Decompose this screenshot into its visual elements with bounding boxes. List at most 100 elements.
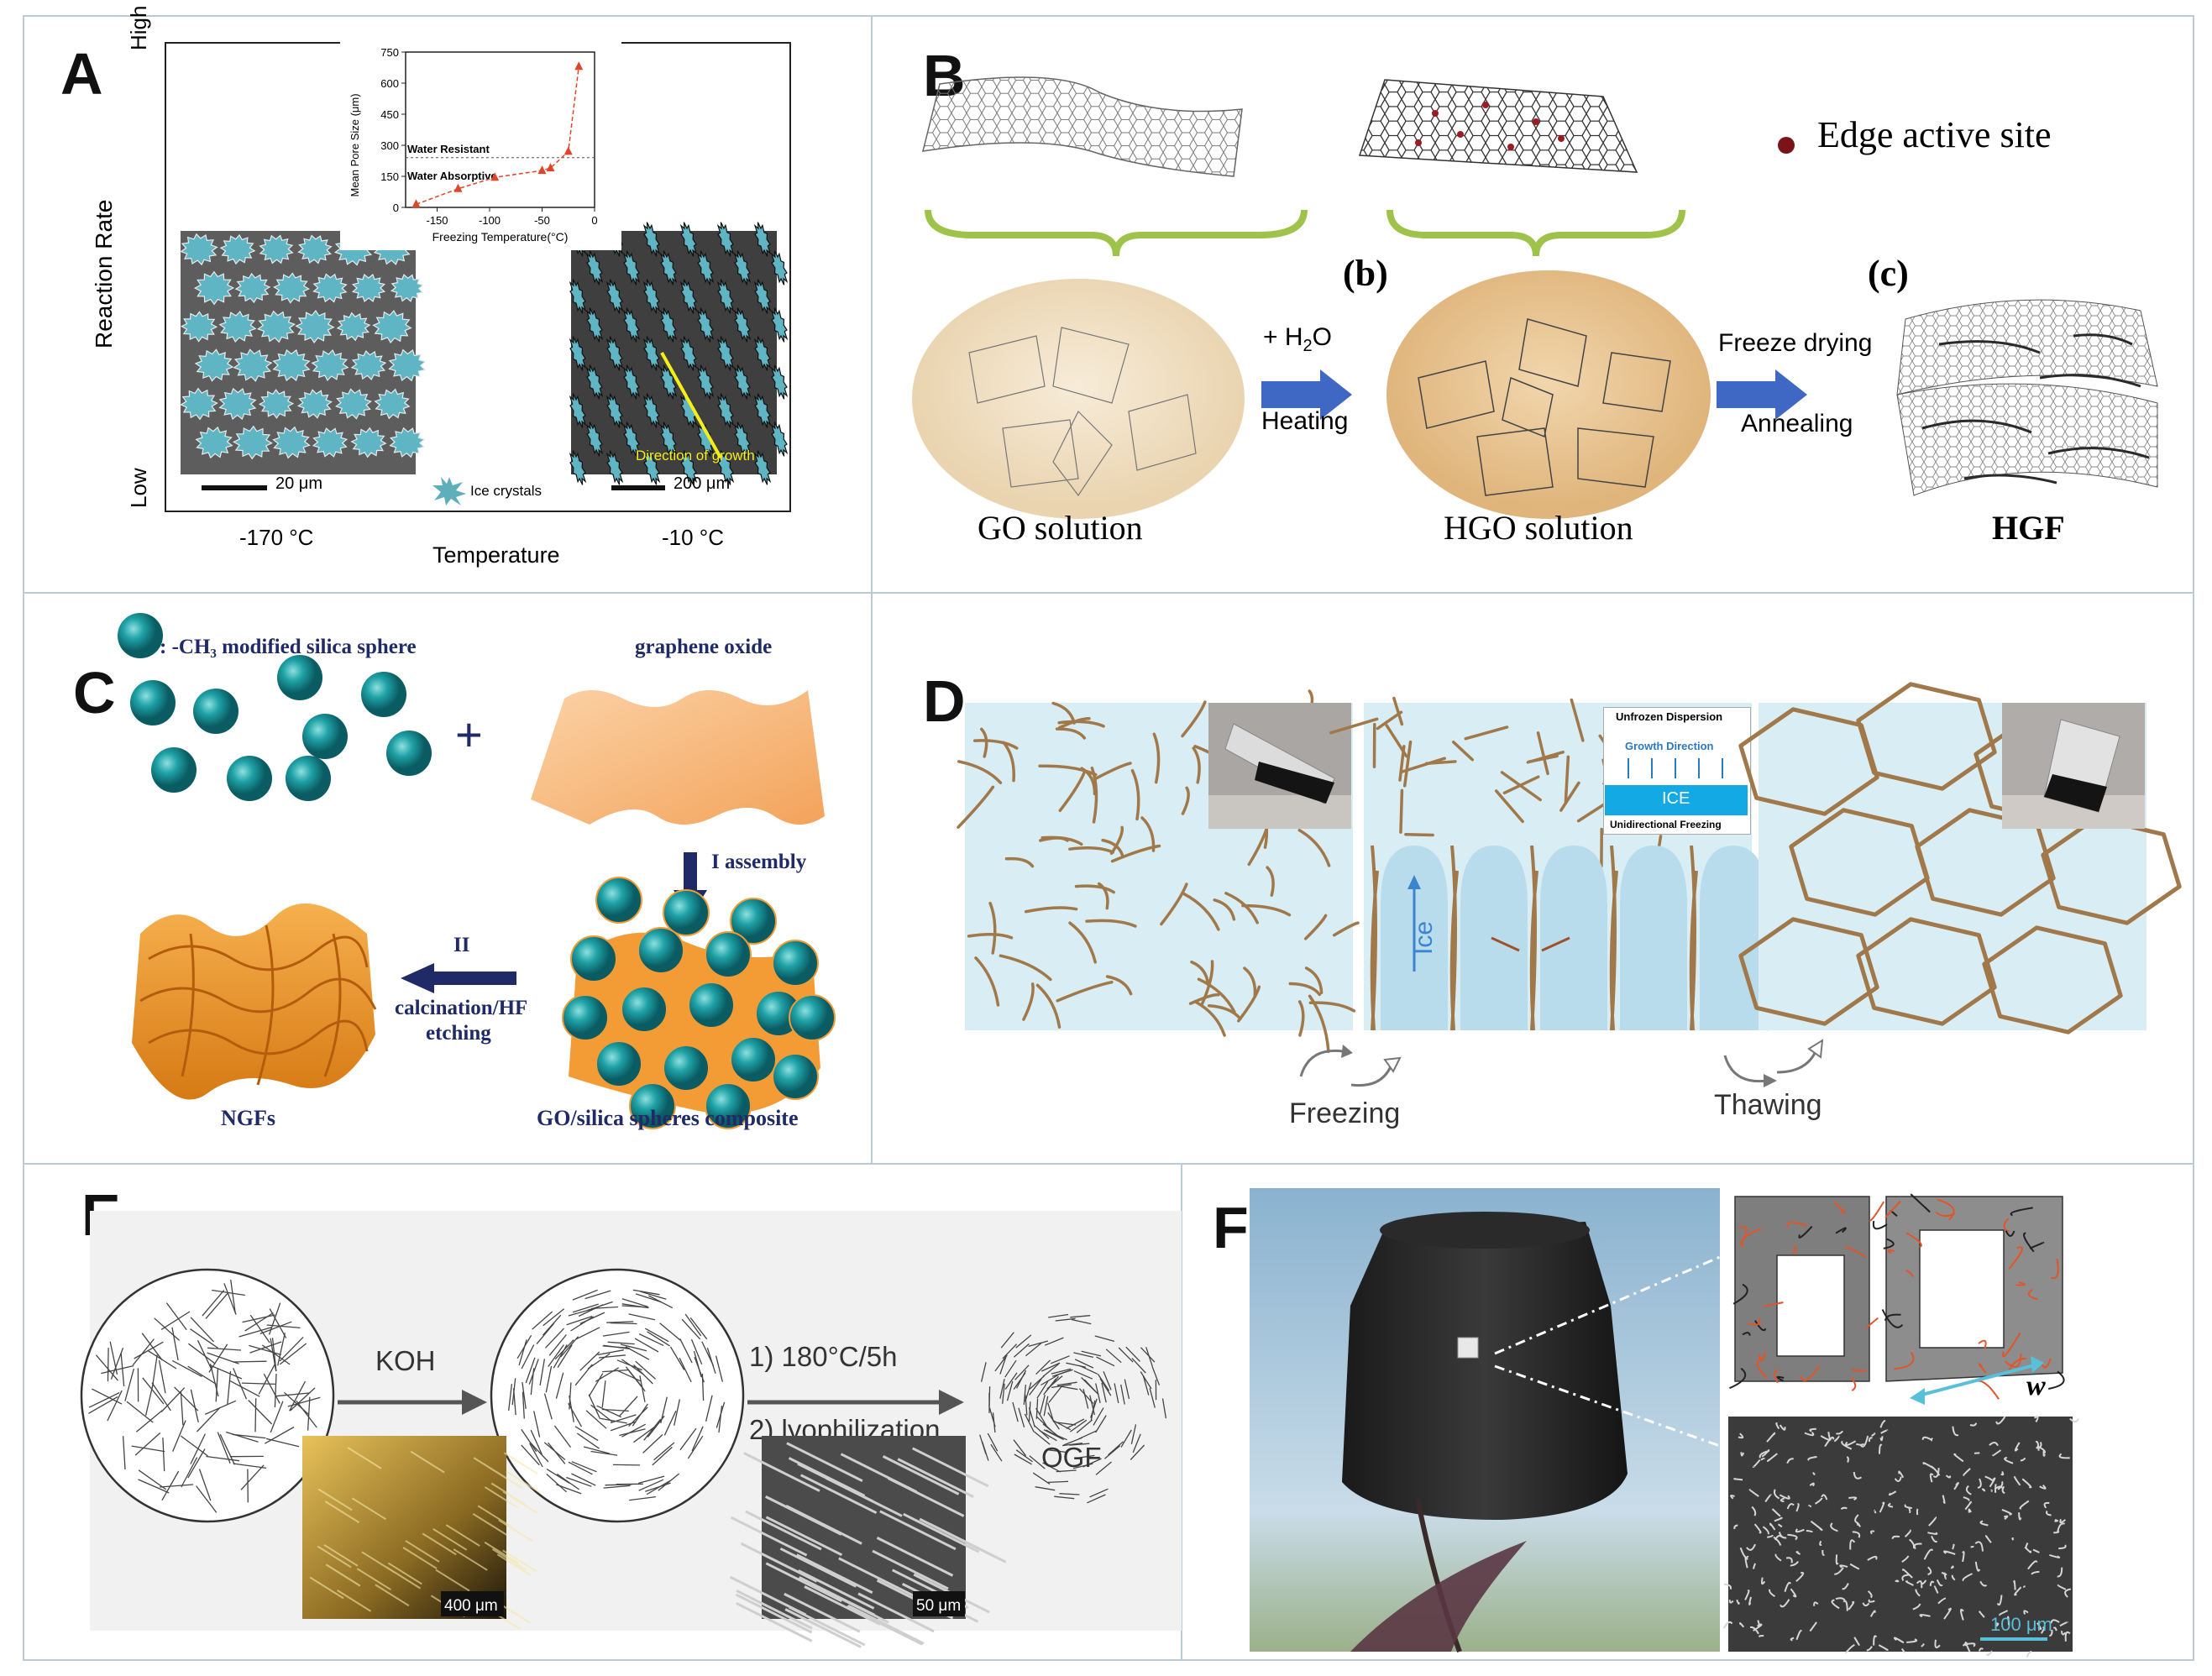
graphene-sheet (659, 1322, 681, 1341)
pore-wall (1996, 1595, 2003, 1606)
graphene-sheet (1114, 1383, 1119, 1404)
graphene-sheet (522, 1391, 525, 1419)
pore-wall (1853, 1471, 1863, 1480)
ice-crystal (770, 422, 789, 457)
graphene-sheet (230, 1280, 236, 1313)
pore-wall (1921, 1436, 1932, 1441)
graphene-sheet (1013, 1343, 1030, 1358)
fiber (1776, 1375, 1785, 1382)
graphene-sheet (669, 1346, 685, 1370)
graphene-sheet (616, 1370, 642, 1382)
pore-wall (1904, 1529, 1911, 1537)
inset-axes (405, 51, 595, 208)
graphene-sheet (642, 1434, 663, 1453)
streak (410, 1450, 445, 1474)
fiber (1500, 771, 1542, 802)
pore-wall (1970, 1545, 1974, 1548)
pore-wall (2035, 1440, 2040, 1451)
pore-wall (1748, 1596, 1752, 1605)
graphene-sheet (160, 1311, 191, 1330)
ice-crystal (295, 309, 335, 344)
streak (743, 1452, 820, 1492)
graphene-sheet (204, 1400, 237, 1415)
fiber (1024, 906, 1078, 914)
graphene-sheet (610, 1322, 637, 1325)
graphene-sheet (187, 1365, 217, 1385)
pore-wall (1941, 1571, 1947, 1576)
compress-arrow-right (1541, 936, 1570, 952)
divider-row1 (23, 592, 2194, 594)
fiber (1385, 724, 1408, 758)
graphene-sheet (576, 1432, 600, 1449)
graphene-sheet (227, 1370, 232, 1405)
pore-wall (1766, 1432, 1776, 1443)
ice-crystal (716, 393, 735, 428)
plus-sign: + (455, 708, 483, 761)
graphene-sheet (1140, 1371, 1152, 1390)
graphene-sheet (1048, 1313, 1069, 1318)
graphene-sheet (1035, 1407, 1047, 1427)
fiber (1002, 741, 1015, 783)
graphene-sheet (1081, 1377, 1097, 1392)
fiber (1865, 1317, 1879, 1329)
pore-wall (1846, 1456, 1849, 1463)
pore-wall (1773, 1489, 1780, 1500)
c-mark: (c) (1868, 253, 1909, 294)
panel-b: B Edge active site (b) (c) + H2O (873, 17, 2194, 592)
ice-crystal-icon (432, 477, 466, 505)
y-tick-label: 600 (380, 77, 399, 90)
fiber (1213, 898, 1236, 921)
pore-wall (1999, 1610, 2009, 1616)
step1-label: I assembly (711, 851, 807, 873)
fiber (1101, 838, 1124, 859)
x-tick-label: -150 (426, 214, 448, 227)
sem-porous-image (1722, 1416, 2079, 1658)
silica-sphere (562, 994, 609, 1041)
graphene-sheet (174, 1386, 199, 1412)
y-high-label: High (126, 5, 151, 50)
graphene-sheet (1103, 1445, 1121, 1459)
ice-crystal (297, 234, 333, 264)
pore-wall (1915, 1589, 1921, 1597)
pore-wall (1834, 1567, 1844, 1575)
silica-sphere (302, 714, 348, 759)
fiber (1978, 1380, 2000, 1400)
graphene-sheet (122, 1436, 126, 1470)
graphene-sheet (1000, 1332, 1014, 1349)
fiber (1200, 960, 1214, 1007)
pore-wall (1978, 1647, 1984, 1652)
graphene-sheet (1140, 1347, 1156, 1363)
ice-crystal (233, 348, 273, 382)
graphene-sheet (990, 1443, 1003, 1462)
graphene-sheet (1042, 1462, 1061, 1473)
streak (786, 1442, 863, 1483)
pore-wall (2059, 1518, 2067, 1524)
ice-crystal (659, 307, 678, 343)
silica-sphere (730, 898, 777, 945)
fiber (1910, 1193, 1931, 1212)
fiber (972, 739, 1019, 750)
pore-wall (1824, 1436, 1835, 1448)
fiber (1800, 1365, 1821, 1381)
pore-wall (1779, 1424, 1786, 1431)
ice-crystal (389, 427, 426, 458)
graphene-sheet (1002, 1383, 1005, 1404)
scale-left-label: 20 μm (275, 474, 322, 493)
fiber (1068, 846, 1114, 854)
pore-wall (1960, 1608, 1964, 1621)
graphene-sheet (1014, 1453, 1032, 1465)
silica-spheres (118, 613, 432, 801)
honeycomb-cell (1982, 925, 2123, 1034)
ice-label: Ice (1410, 920, 1438, 955)
streak (323, 1543, 359, 1567)
ice-crystal (311, 348, 349, 382)
pore-wall (1997, 1480, 2004, 1490)
pore-wall (1849, 1563, 1860, 1570)
graphene-sheet (88, 1392, 120, 1408)
sphere-legend: : -CH₃ modified silica sphere (160, 636, 417, 658)
ngfs-label: NGFs (221, 1106, 275, 1130)
pore-wall (2061, 1631, 2067, 1636)
pore-wall (1994, 1485, 2005, 1490)
fiber (1192, 746, 1201, 784)
divider-col-top (871, 15, 873, 1163)
